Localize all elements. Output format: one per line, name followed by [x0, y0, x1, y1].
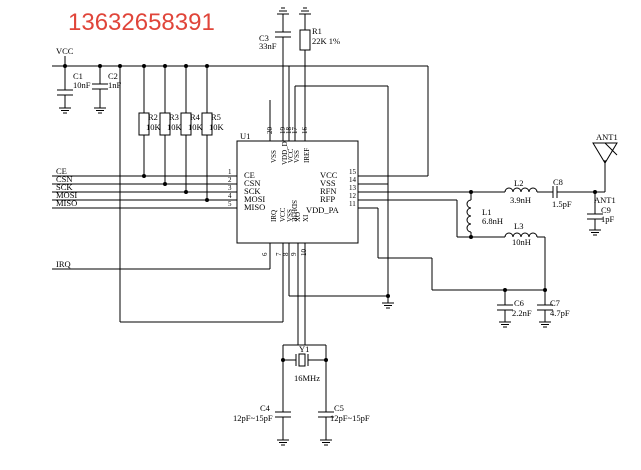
pin-vcc-bottom: VCC	[279, 207, 287, 222]
signal-ce: CE	[56, 166, 67, 176]
pin-num-1: 1	[228, 168, 232, 176]
y1-ref: Y1	[299, 344, 309, 354]
c5-value: 12pF~15pF	[330, 413, 370, 423]
r3-ref: R3	[169, 112, 179, 122]
r3-value: 10K	[167, 122, 183, 132]
pin-num-2: 2	[228, 176, 232, 184]
c2-value: 1nF	[108, 80, 122, 90]
pin-vdd-d: VDD_D	[281, 141, 289, 165]
pin-iref: IREF	[303, 148, 311, 163]
u1-bottom-pins	[269, 243, 388, 345]
c9-ref: C9	[601, 205, 611, 215]
pin-sck: SCK	[244, 186, 261, 196]
pin-num-6: 6	[261, 252, 269, 256]
pin-vcc-top: VCC	[287, 148, 295, 163]
c9-value: 1pF	[601, 214, 615, 224]
signal-sck: SCK	[56, 182, 73, 192]
chip-side-text: SDH3E	[290, 200, 298, 222]
pin-xo: XO	[294, 212, 302, 222]
r1-ref: R1	[312, 26, 322, 36]
l3-value: 10nH	[512, 237, 531, 247]
l2-ref: L2	[514, 178, 523, 188]
pin-vss-top1: VSS	[270, 150, 278, 163]
pin-num-5: 5	[228, 200, 232, 208]
pin-num-7: 7	[275, 252, 283, 256]
crystal-circuit	[275, 344, 334, 446]
c1-ref: C1	[73, 71, 83, 81]
c8-value: 1.5pF	[552, 199, 572, 209]
signal-irq: IRQ	[56, 259, 71, 269]
c4-value: 12pF~15pF	[233, 413, 273, 423]
pin-vss-bottom: VSS	[286, 209, 294, 222]
pin-num-20: 20	[266, 127, 274, 135]
c3-ref: C3	[259, 33, 269, 43]
phone-number: 13632658391	[68, 9, 215, 36]
u1-ref: U1	[240, 131, 250, 141]
u1-top-pins	[269, 53, 306, 141]
pin-irq: IRQ	[270, 210, 278, 222]
pin-num-8: 8	[282, 252, 290, 256]
c7-ref: C7	[550, 298, 560, 308]
pin-num-16: 16	[301, 127, 309, 135]
ant1-label-top: ANT1	[596, 132, 618, 142]
pin-mosi: MOSI	[244, 194, 265, 204]
pin-csn: CSN	[244, 178, 261, 188]
pin-num-4: 4	[228, 192, 232, 200]
pin-num-9: 9	[290, 252, 298, 256]
pin-num-17: 17	[291, 127, 299, 135]
vcc-label: VCC	[56, 46, 74, 56]
l2-value: 3.9nH	[510, 195, 531, 205]
pin-xi: XI	[302, 214, 310, 222]
pin-vss-top2: VSS	[293, 150, 301, 163]
pullup-resistors	[138, 64, 213, 202]
pin-num-15: 15	[349, 168, 357, 176]
pin-miso: MISO	[244, 202, 265, 212]
pin-vcc-right: VCC	[320, 170, 338, 180]
r4-value: 10K	[188, 122, 204, 132]
c6-ref: C6	[514, 298, 524, 308]
pin-rfn: RFN	[320, 186, 337, 196]
pin-ce: CE	[244, 170, 255, 180]
signal-mosi: MOSI	[56, 190, 77, 200]
y1-value: 16MHz	[294, 373, 320, 383]
r5-ref: R5	[211, 112, 221, 122]
ant1-label-bottom: ANT1	[594, 195, 616, 205]
r1-value: 22K 1%	[312, 36, 340, 46]
signal-miso: MISO	[56, 198, 77, 208]
c3-value: 33nF	[259, 41, 277, 51]
pin-num-18: 18	[285, 127, 293, 135]
c5-ref: C5	[334, 403, 344, 413]
c6-value: 2.2nF	[512, 308, 532, 318]
pin-num-10: 10	[300, 249, 308, 257]
pin-num-11: 11	[349, 200, 356, 208]
r4-ref: R4	[190, 112, 201, 122]
pin-num-19: 19	[279, 127, 287, 135]
r5-value: 10K	[209, 122, 225, 132]
pin-num-13: 13	[349, 184, 357, 192]
pin-num-12: 12	[349, 192, 357, 200]
r2-ref: R2	[148, 112, 158, 122]
c3-r1-top	[275, 7, 311, 66]
c7-value: 4.7pF	[550, 308, 570, 318]
pin-rfp: RFP	[320, 194, 335, 204]
spi-bus-lines	[52, 175, 271, 270]
l1-value: 6.8nH	[482, 216, 503, 226]
r2-value: 10K	[146, 122, 162, 132]
pin-num-14: 14	[349, 176, 357, 184]
c8-ref: C8	[553, 177, 563, 187]
signal-csn: CSN	[56, 174, 73, 184]
c2-ref: C2	[108, 71, 118, 81]
l1-ref: L1	[482, 207, 491, 217]
rf-matching	[457, 142, 618, 328]
pin-vdd-pa: VDD_PA	[306, 205, 340, 215]
c1-value: 10nF	[73, 80, 91, 90]
c4-ref: C4	[260, 403, 271, 413]
pin-num-3: 3	[228, 184, 232, 192]
pin-vss-right: VSS	[320, 178, 336, 188]
vcc-decoupling	[52, 56, 429, 323]
l3-ref: L3	[514, 221, 523, 231]
